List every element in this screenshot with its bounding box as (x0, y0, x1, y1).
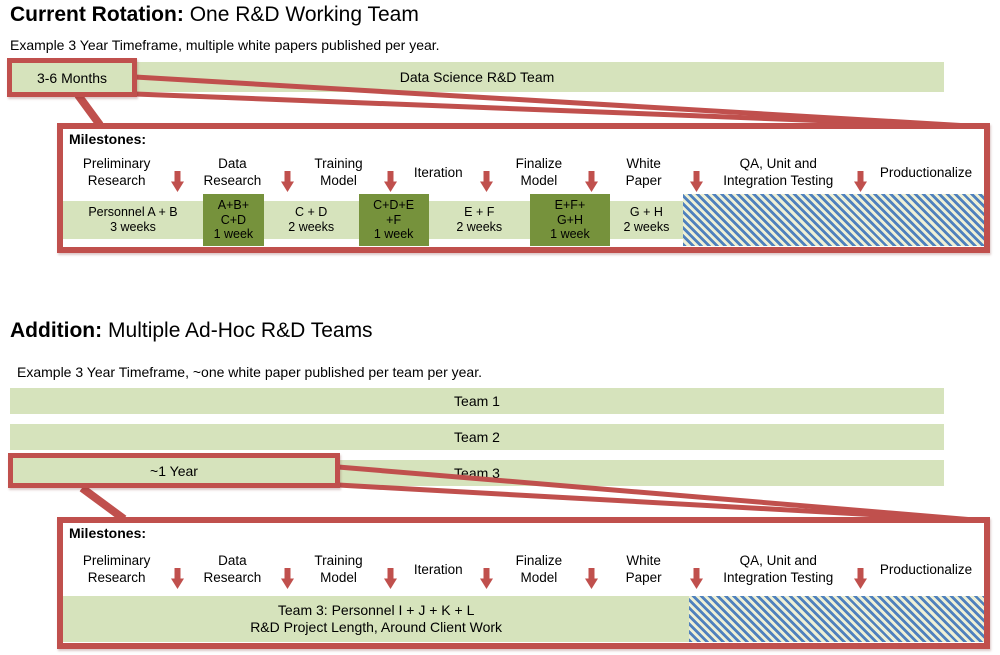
section1-title-rest: One R&D Working Team (189, 3, 419, 26)
team-2-bar-label: Team 2 (454, 429, 500, 445)
project-length-bar: Team 3: Personnel I + J + K + L R&D Proj… (63, 596, 984, 642)
down-arrow-icon (171, 171, 185, 192)
data-science-team-bar-label: Data Science R&D Team (399, 69, 555, 85)
down-arrow-icon (171, 568, 185, 589)
team-1-bar-label: Team 1 (454, 393, 500, 409)
section1-title-bold: Current Rotation: (10, 3, 184, 26)
down-arrow-icon (854, 568, 868, 589)
down-arrow-icon (689, 171, 703, 192)
team-3-bar-label: Team 3 (454, 465, 500, 481)
duration-callout-3-6-months-label: 3-6 Months (36, 69, 108, 86)
stage-iteration: Iteration (399, 150, 495, 194)
project-length-bar-hatched (689, 596, 984, 642)
team-2-bar: Team 2 (10, 424, 944, 450)
down-arrow-icon (280, 171, 294, 192)
data-science-team-bar: Data Science R&D Team (10, 62, 944, 92)
down-arrow-icon (689, 568, 703, 589)
down-arrow-icon (854, 171, 868, 192)
section1-subtitle: Example 3 Year Timeframe, multiple white… (10, 37, 440, 53)
duration-callout-1-year: ~1 Year (8, 453, 340, 488)
down-arrow-icon (383, 171, 397, 192)
milestones-heading: Milestones: (69, 525, 147, 541)
down-arrow-icon (383, 568, 397, 589)
down-arrow-icon (584, 171, 598, 192)
project-length-bar-green: Team 3: Personnel I + J + K + L R&D Proj… (63, 596, 690, 642)
stage-productionalize: Productionalize (879, 561, 973, 577)
milestones-heading: Milestones: (69, 131, 147, 147)
down-arrow-icon (479, 568, 493, 589)
section2-title-rest: Multiple Ad-Hoc R&D Teams (108, 319, 373, 342)
down-arrow-icon (280, 568, 294, 589)
duration-callout-1-year-label: ~1 Year (150, 462, 198, 479)
section2-subtitle: Example 3 Year Timeframe, ~one white pap… (17, 364, 482, 380)
team-1-bar: Team 1 (10, 388, 944, 414)
timeline-cell-hatched (682, 194, 984, 246)
section1-title: Current Rotation:One R&D Working Team (10, 2, 419, 28)
down-arrow-icon (479, 171, 493, 192)
stage-productionalize: Productionalize (879, 164, 973, 180)
stage-iteration: Iteration (399, 547, 495, 591)
section2-title-bold: Addition: (10, 319, 103, 342)
section2-title: Addition:Multiple Ad-Hoc R&D Teams (10, 318, 373, 344)
down-arrow-icon (584, 568, 598, 589)
duration-callout-3-6-months: 3-6 Months (7, 58, 137, 97)
